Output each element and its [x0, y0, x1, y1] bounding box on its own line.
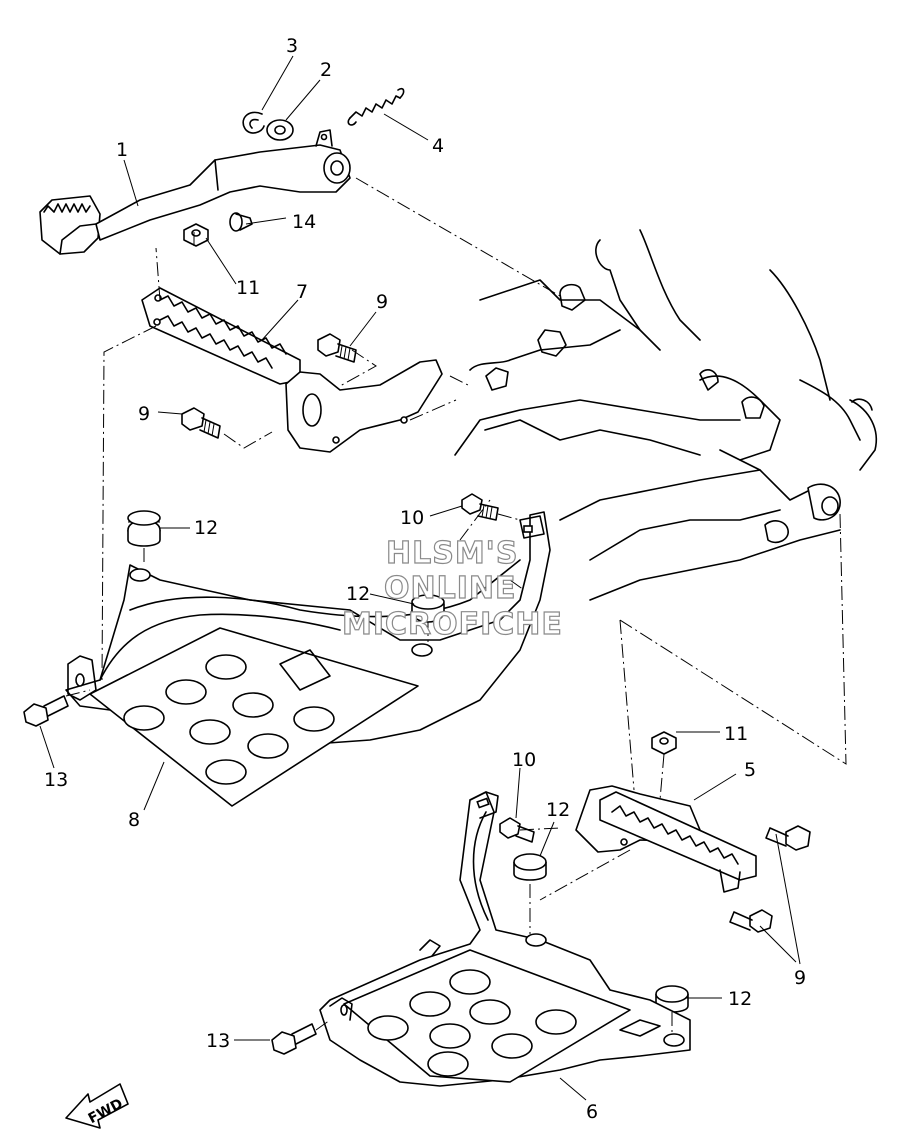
- right-footrest: [141, 287, 443, 453]
- bolt-9-right-a: [765, 825, 811, 851]
- damper-12-b: [411, 594, 445, 623]
- callout-11-lower: 11: [724, 723, 748, 745]
- callout-8: 8: [128, 809, 140, 831]
- callout-7: 7: [296, 281, 308, 303]
- watermark-line-3: MICROFICHE: [342, 607, 563, 642]
- bolt-10-upper: [461, 493, 499, 521]
- damper-12-c: [513, 853, 547, 881]
- callout-9-left: 9: [138, 403, 150, 425]
- callout-13-upper: 13: [44, 769, 68, 791]
- callout-3: 3: [286, 35, 298, 57]
- callout-10-upper: 10: [400, 507, 424, 529]
- nut-11-lower: [651, 731, 677, 755]
- bolt-13-upper: [23, 695, 69, 727]
- watermark: HLSM'S ONLINE MICROFICHE: [341, 535, 563, 642]
- callout-6: 6: [586, 1101, 598, 1123]
- callout-12-a: 12: [194, 517, 218, 539]
- assembly-lines: [65, 177, 847, 1036]
- bolt-10-lower: [499, 817, 535, 843]
- fwd-arrow-icon: FWD: [65, 1083, 129, 1129]
- washer: [266, 119, 294, 141]
- brake-pedal: [39, 129, 351, 255]
- bolt-9-upper: [317, 333, 357, 363]
- bolt-9-right-b: [729, 909, 773, 933]
- callout-14: 14: [292, 211, 316, 233]
- callout-5: 5: [744, 759, 756, 781]
- callout-9-upper: 9: [376, 291, 388, 313]
- nut-11-top: [183, 223, 209, 247]
- callout-labels: 3 2 4 1 14 11 7 9 9 12 10 12 13 8 11 5 1…: [44, 35, 806, 1123]
- watermark-line-2: ONLINE: [384, 571, 517, 606]
- return-spring: [347, 87, 405, 126]
- pivot-pin: [229, 212, 253, 232]
- left-footrest: [575, 785, 757, 893]
- callout-2: 2: [320, 59, 332, 81]
- bolt-9-left: [181, 407, 221, 439]
- circlip: [242, 111, 265, 134]
- watermark-line-1: HLSM'S: [386, 536, 518, 571]
- callout-4: 4: [432, 135, 444, 157]
- damper-12-a: [127, 510, 161, 547]
- skid-plate-lower: [319, 791, 691, 1087]
- callout-10-lower: 10: [512, 749, 536, 771]
- frame-drawing: [454, 229, 877, 601]
- callout-9-right: 9: [794, 967, 806, 989]
- callout-13-lower: 13: [206, 1030, 230, 1052]
- skid-plate-upper: [65, 511, 551, 807]
- callout-12-c: 12: [546, 799, 570, 821]
- callout-12-d: 12: [728, 988, 752, 1010]
- leader-lines: [39, 55, 801, 1101]
- callout-11-top: 11: [236, 277, 260, 299]
- callout-12-b: 12: [346, 583, 370, 605]
- bolt-13-lower: [271, 1023, 317, 1055]
- callout-1: 1: [116, 139, 128, 161]
